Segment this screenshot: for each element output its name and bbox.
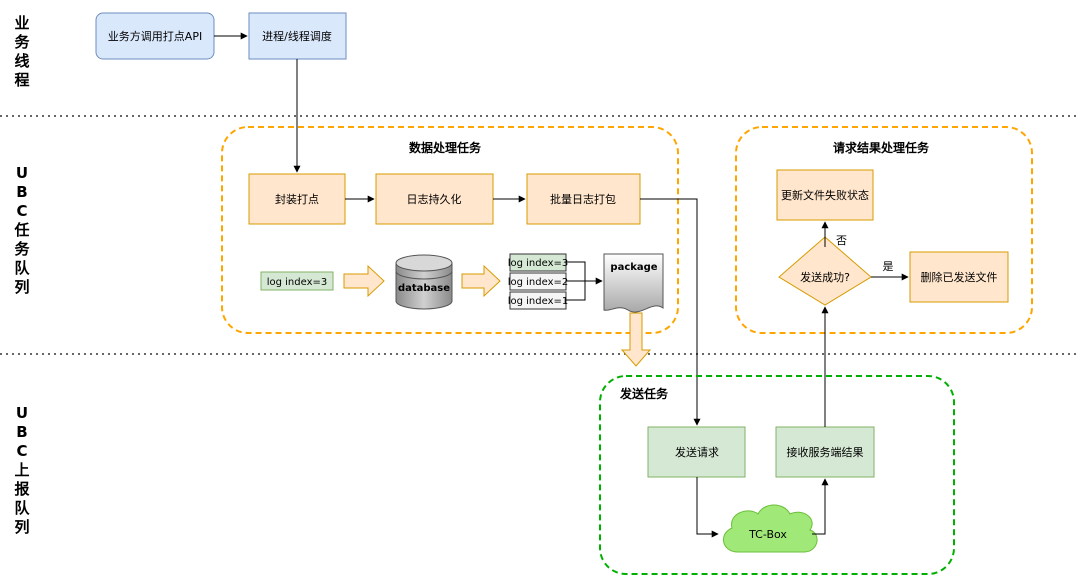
lane-label-task-queue: U B C 任 务 队 列 bbox=[13, 164, 30, 296]
lane-char: 任 bbox=[13, 221, 29, 239]
log-list-item: log index=1 bbox=[508, 291, 569, 310]
edge-list-to-package-1 bbox=[566, 261, 603, 285]
edge-cloud-to-receive bbox=[812, 478, 829, 535]
edge-list-to-package-3 bbox=[566, 281, 586, 301]
cloud-label: TC-Box bbox=[748, 528, 787, 541]
flow-arrow-db-to-list bbox=[461, 264, 501, 298]
group-data-task bbox=[221, 126, 679, 334]
lane-char: 业 bbox=[14, 14, 29, 32]
log-list: log index=3 log index=2 log index=1 bbox=[508, 253, 569, 310]
node-decision[interactable]: 发送成功? bbox=[778, 236, 872, 306]
edge-batch-to-send bbox=[640, 198, 701, 426]
lane-char: 队 bbox=[14, 499, 30, 517]
log-list-item-label: log index=1 bbox=[508, 296, 569, 307]
lane-char: B bbox=[16, 183, 27, 201]
package-icon: package bbox=[603, 253, 664, 313]
lane-char: C bbox=[16, 202, 27, 220]
lane-char: 程 bbox=[14, 71, 29, 89]
group-send-task-title: 发送任务 bbox=[619, 386, 669, 401]
node-persist-label: 日志持久化 bbox=[407, 192, 462, 206]
group-send-task bbox=[599, 375, 955, 575]
node-scheduling[interactable]: 进程/线程调度 bbox=[248, 12, 347, 60]
lane-label-business: 业 务 线 程 bbox=[14, 14, 30, 89]
group-result-task-title: 请求结果处理任务 bbox=[833, 140, 930, 155]
node-wrap[interactable]: 封装打点 bbox=[248, 173, 346, 225]
node-wrap-label: 封装打点 bbox=[275, 192, 319, 206]
lane-char: 队 bbox=[14, 259, 30, 277]
package-label: package bbox=[610, 262, 657, 273]
edge-send-to-cloud bbox=[696, 477, 719, 538]
node-receive-result-label: 接收服务端结果 bbox=[787, 445, 864, 459]
lane-label-report-queue: U B C 上 报 队 列 bbox=[14, 404, 30, 536]
edge-yes-label: 是 bbox=[883, 260, 894, 273]
lane-char: U bbox=[16, 404, 28, 422]
group-data-task-title: 数据处理任务 bbox=[409, 140, 482, 155]
edge-no-label: 否 bbox=[836, 234, 847, 247]
log-single-label: log index=3 bbox=[267, 277, 328, 288]
lane-char: C bbox=[16, 442, 27, 460]
node-decision-label: 发送成功? bbox=[800, 270, 850, 284]
node-scheduling-label: 进程/线程调度 bbox=[262, 29, 332, 43]
lane-char: B bbox=[16, 423, 27, 441]
log-list-item: log index=2 bbox=[508, 272, 569, 291]
node-receive-result[interactable]: 接收服务端结果 bbox=[775, 426, 875, 478]
node-call-api[interactable]: 业务方调用打点API bbox=[95, 12, 215, 60]
lane-char: 线 bbox=[14, 52, 29, 70]
node-batch-pack[interactable]: 批量日志打包 bbox=[526, 173, 641, 225]
node-persist[interactable]: 日志持久化 bbox=[375, 173, 494, 225]
node-update-fail-label: 更新文件失败状态 bbox=[781, 188, 869, 202]
lane-char: 上 bbox=[14, 461, 29, 479]
database-icon: database bbox=[395, 254, 453, 310]
lane-char: 列 bbox=[14, 518, 29, 536]
flow-arrow-down bbox=[620, 312, 652, 367]
node-send-request[interactable]: 发送请求 bbox=[647, 426, 746, 478]
lane-char: 列 bbox=[14, 278, 29, 296]
flow-arrow-log-to-db bbox=[343, 264, 385, 298]
node-call-api-label: 业务方调用打点API bbox=[108, 29, 202, 43]
node-delete-sent-label: 删除已发送文件 bbox=[921, 270, 998, 284]
log-list-item-label: log index=3 bbox=[508, 258, 569, 269]
group-result-task bbox=[735, 126, 1033, 334]
node-batch-pack-label: 批量日志打包 bbox=[550, 192, 616, 206]
lane-char: 务 bbox=[14, 33, 30, 51]
node-send-request-label: 发送请求 bbox=[675, 445, 719, 459]
lane-char: 报 bbox=[14, 480, 29, 498]
cloud-icon[interactable]: TC-Box bbox=[723, 504, 818, 553]
log-single: log index=3 bbox=[260, 271, 334, 291]
log-list-item: log index=3 bbox=[508, 253, 569, 272]
lane-char: 务 bbox=[14, 240, 30, 258]
lane-char: U bbox=[16, 164, 28, 182]
log-list-item-label: log index=2 bbox=[508, 277, 569, 288]
node-update-fail[interactable]: 更新文件失败状态 bbox=[776, 169, 874, 221]
database-label: database bbox=[398, 283, 450, 294]
node-delete-sent[interactable]: 删除已发送文件 bbox=[909, 251, 1009, 303]
